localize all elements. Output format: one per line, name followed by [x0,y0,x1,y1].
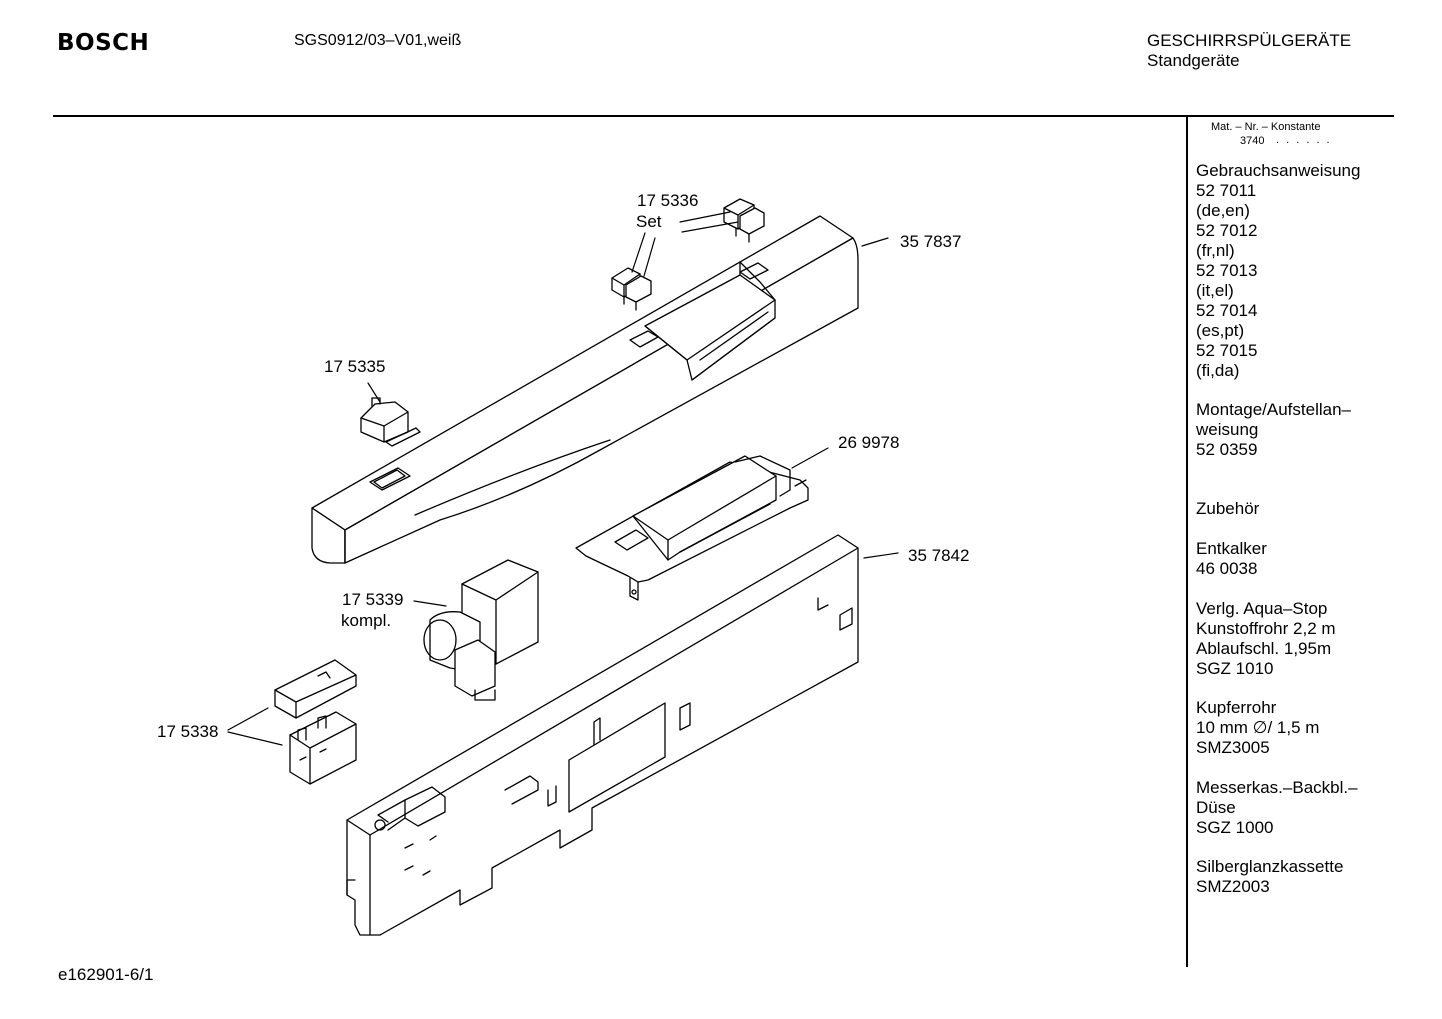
callout-17-5335: 17 5335 [324,357,385,376]
header-divider [53,115,1394,117]
sidebar-block-accessories: Zubehör [1196,499,1259,519]
sidebar-block-aqua-stop: Verlg. Aqua–Stop Kunstoffrohr 2,2 m Abla… [1196,599,1336,679]
sidebar-block-installation: Montage/Aufstellan– weisung 52 0359 [1196,400,1351,460]
sidebar-line: SMZ3005 [1196,738,1270,757]
callout-17-5336: 17 5336 [637,191,698,210]
sidebar-line: Verlg. Aqua–Stop [1196,599,1328,618]
button-set-part [611,198,765,311]
product-category: GESCHIRRSPÜLGERÄTE Standgeräte [1147,31,1351,71]
category-line-1: GESCHIRRSPÜLGERÄTE [1147,31,1352,50]
sidebar-line: 52 0359 [1196,440,1258,459]
sidebar-line: SGZ 1010 [1196,659,1274,678]
sidebar-block-copper-pipe: Kupferrohr 10 mm ∅/ 1,5 m SMZ3005 [1196,698,1319,758]
sidebar-line: SGZ 1000 [1196,818,1274,837]
sidebar-line: Messerkas.–Backbl.– [1196,778,1358,797]
model-number: SGS0912/03–V01,weiß [294,32,462,49]
sidebar-line: (it,el) [1196,281,1234,300]
callout-17-5338: 17 5338 [157,722,218,741]
sidebar-block-nozzle: Messerkas.–Backbl.– Düse SGZ 1000 [1196,778,1358,838]
display-module-part [575,455,809,601]
mat-nr-label: Mat. – Nr. – Konstante [1211,121,1321,133]
sidebar-line: weisung [1196,420,1259,439]
sidebar-line: (fr,nl) [1196,241,1235,260]
callout-26-9978: 26 9978 [838,433,899,452]
housing-frame-part [346,534,859,936]
selector-part [360,397,421,447]
exploded-parts-diagram: 17 5336 Set 35 7837 17 5335 26 9978 35 7… [157,191,969,936]
sidebar-line: 46 0038 [1196,559,1258,578]
mat-nr-value: 3740 [1240,135,1265,147]
sidebar-line: Silberglanzkassette [1196,857,1344,876]
sidebar-line: 52 7011 [1196,181,1257,200]
callout-35-7842: 35 7842 [908,546,969,565]
sidebar-line: SMZ2003 [1196,877,1270,896]
sidebar-line: Gebrauchsanweisung [1196,161,1361,180]
callout-kompl: kompl. [341,611,391,630]
sidebar-divider [1186,116,1188,967]
sidebar-line: Zubehör [1196,499,1260,518]
switch-assembly-part [423,559,539,701]
sidebar-line: (de,en) [1196,201,1250,220]
callout-35-7837: 35 7837 [900,232,961,251]
sidebar-block-cassette: Silberglanzkassette SMZ2003 [1196,857,1343,897]
sidebar-line: 52 7015 [1196,341,1258,360]
sidebar-line: Ablaufschl. 1,95m [1196,639,1332,658]
callout-17-5339: 17 5339 [342,590,403,609]
sidebar-line: Entkalker [1196,539,1267,558]
sidebar-line: 52 7013 [1196,261,1258,280]
sidebar-line: (fi,da) [1196,361,1240,380]
sidebar-line: (es,pt) [1196,321,1245,340]
sidebar-line: Kupferrohr [1196,698,1277,717]
sidebar-line: 52 7014 [1196,301,1258,320]
sidebar-line: Montage/Aufstellan– [1196,400,1351,419]
brand-logo: BOSCH [57,30,150,56]
category-line-2: Standgeräte [1147,51,1240,70]
sidebar-line: Kunstoffrohr 2,2 m [1196,619,1336,638]
drawing-code: e162901-6/1 [58,965,154,984]
callout-leader-lines [227,211,899,746]
sidebar-line: 52 7012 [1196,221,1258,240]
sidebar-block-manual: Gebrauchsanweisung 52 7011 (de,en) 52 70… [1196,161,1360,381]
sidebar-line: Düse [1196,798,1236,817]
callout-set: Set [636,212,662,231]
sidebar-block-descaler: Entkalker 46 0038 [1196,539,1267,579]
control-panel-part [311,215,859,564]
mat-nr-dots: . . . . . . [1276,134,1332,146]
relay-part [274,659,357,785]
sidebar-line: 10 mm ∅/ 1,5 m [1196,718,1320,737]
